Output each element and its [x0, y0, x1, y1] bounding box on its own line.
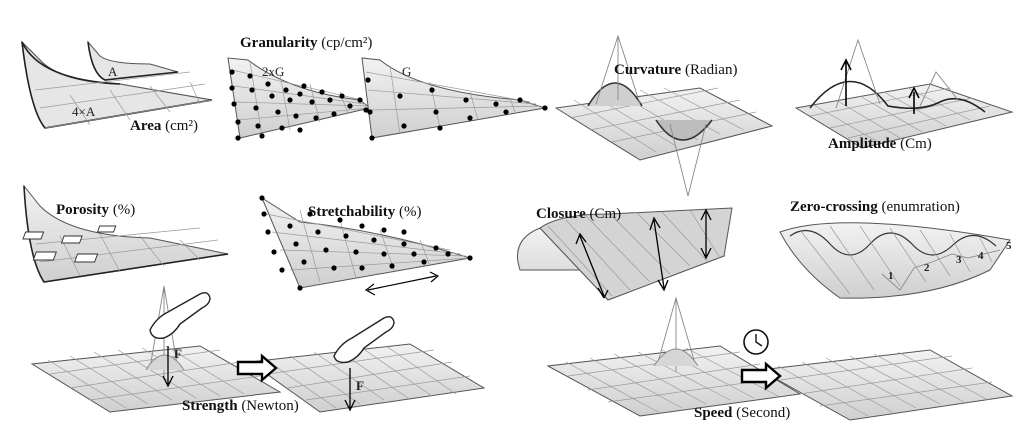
force-label-2: F	[356, 378, 364, 393]
speed-label: Speed (Second)	[694, 405, 791, 421]
zero-crossing-4: 4	[978, 250, 984, 262]
strength-label: Strength (Newton)	[182, 398, 299, 414]
clock-icon	[743, 329, 769, 355]
amplitude-figure	[794, 38, 1014, 149]
zero-crossing-5: 5	[1006, 240, 1012, 252]
zero-crossing-2: 2	[924, 262, 930, 274]
curvature-label: Curvature (Radian)	[614, 62, 738, 78]
granularity-sparse-annotation: G	[402, 64, 412, 79]
area-small-annotation: A	[108, 64, 118, 79]
finger-icon	[333, 315, 395, 364]
granularity-dots-sparse	[365, 77, 548, 141]
porosity-figure	[22, 184, 229, 283]
zero-crossing-label: Zero-crossing (enumration)	[790, 199, 960, 215]
stretchability-figure	[259, 195, 473, 296]
granularity-dots-dense	[229, 69, 369, 141]
stretchability-label: Stretchability (%)	[308, 204, 422, 220]
curvature-figure	[554, 34, 774, 197]
zero-crossing-3: 3	[956, 254, 962, 266]
speed-figure	[546, 296, 1014, 421]
force-label-1: F	[174, 346, 182, 361]
finger-icon	[149, 291, 211, 340]
strength-figure	[30, 285, 486, 413]
zero-crossing-figure	[779, 222, 1011, 299]
amplitude-label: Amplitude (Cm)	[828, 136, 932, 152]
right-arrow-icon	[236, 353, 278, 383]
area-large-annotation: 4×A	[72, 104, 96, 119]
right-arrow-icon	[740, 361, 782, 391]
granularity-label: Granularity (cp/cm²)	[240, 35, 373, 51]
area-figure	[21, 40, 213, 129]
zero-crossing-1: 1	[888, 270, 894, 282]
area-label: Area (cm²)	[130, 118, 198, 134]
closure-label: Closure (Cm)	[536, 206, 622, 222]
granularity-dense-annotation: 2xG	[262, 64, 285, 79]
closure-figure	[517, 207, 733, 301]
porosity-label: Porosity (%)	[56, 202, 136, 218]
